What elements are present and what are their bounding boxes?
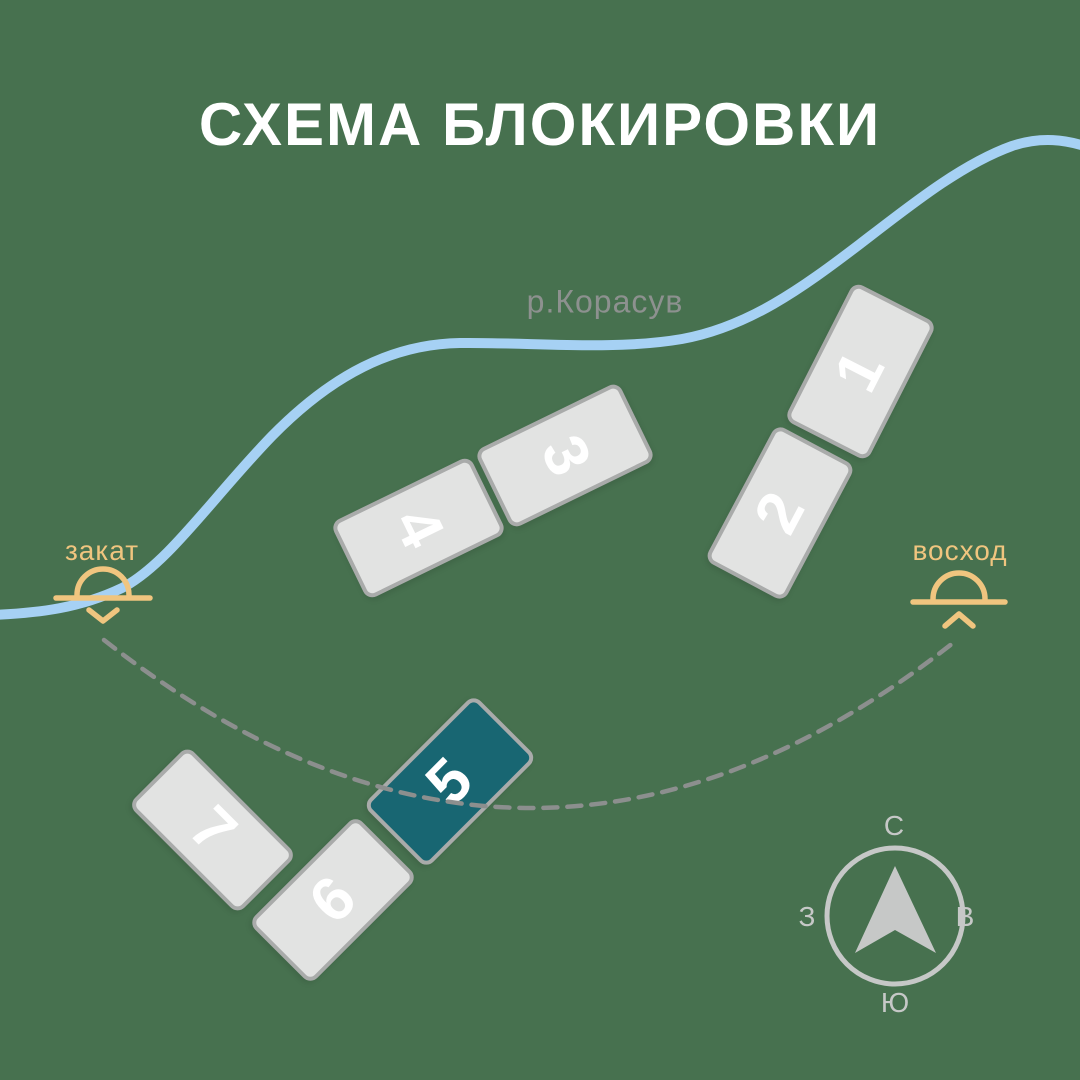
compass-north-arrow — [855, 866, 936, 953]
block-7: 7 — [128, 745, 297, 915]
compass-circle — [824, 845, 966, 987]
block-number: 2 — [740, 481, 819, 545]
block-1: 1 — [783, 281, 938, 462]
sunset-label: закат — [64, 535, 140, 566]
sunset-icon — [53, 566, 153, 624]
block-number: 6 — [296, 863, 370, 937]
block-2: 2 — [704, 423, 856, 603]
compass: С В Ю З — [799, 810, 975, 1018]
block-number: 1 — [821, 340, 899, 403]
sunset-chevron-down-icon — [86, 607, 120, 624]
block-3: 3 — [474, 381, 656, 530]
compass-label-north: С — [884, 810, 904, 841]
page-title: СХЕМА БЛОКИРОВКИ — [198, 91, 882, 158]
sun-path-dashed-line — [101, 637, 956, 811]
block-number: 4 — [380, 497, 458, 559]
river-label: р.Корасув — [526, 283, 684, 320]
block-number: 7 — [176, 793, 250, 867]
block-number: 5 — [413, 744, 487, 818]
block-number: 3 — [526, 424, 605, 486]
compass-label-south: Ю — [881, 987, 909, 1018]
block-5-highlighted: 5 — [362, 694, 538, 869]
sunrise-sun-arc — [930, 570, 988, 602]
sunset-sun-arc — [74, 566, 132, 598]
block-4: 4 — [329, 455, 508, 601]
compass-label-west: З — [799, 901, 816, 932]
sunrise-label: восход — [912, 535, 1008, 566]
compass-label-east: В — [956, 901, 975, 932]
sunrise-chevron-up-icon — [942, 611, 976, 629]
sunrise-icon — [910, 570, 1008, 629]
